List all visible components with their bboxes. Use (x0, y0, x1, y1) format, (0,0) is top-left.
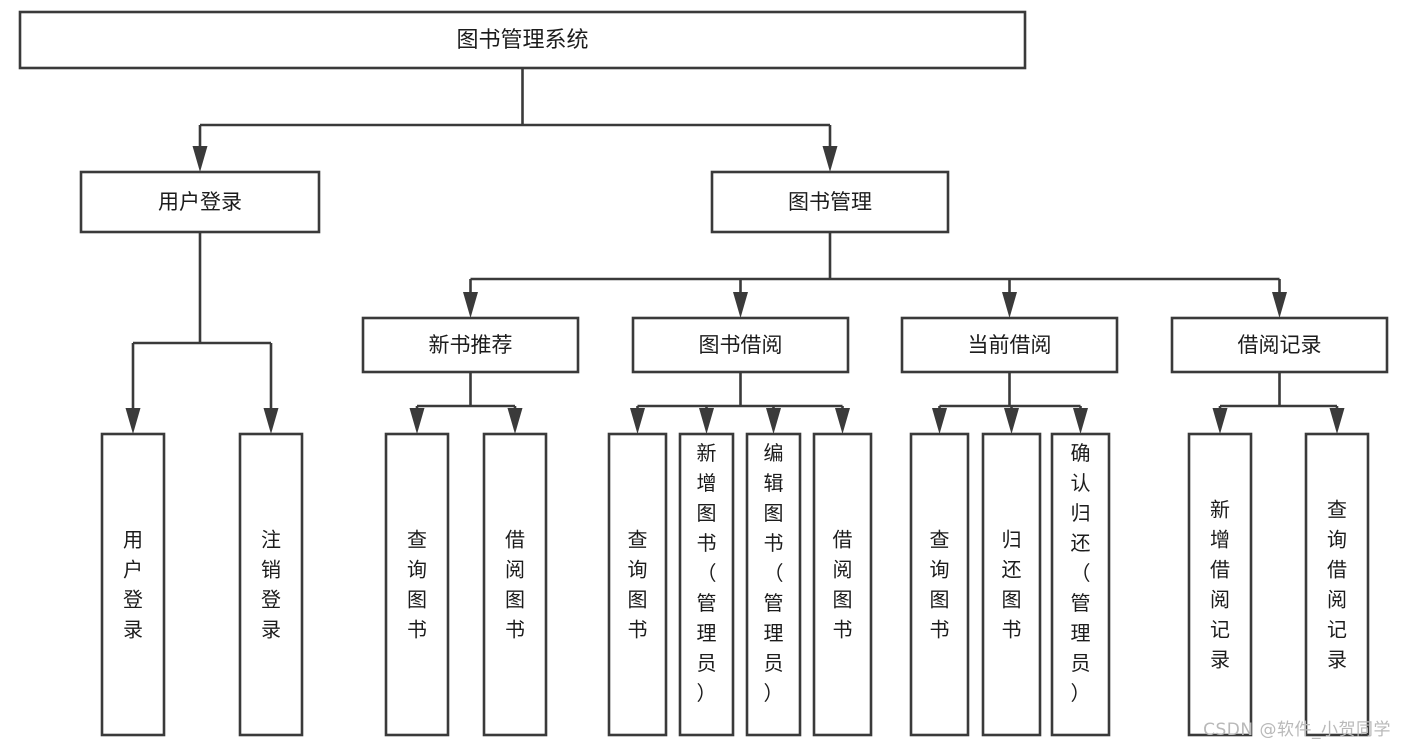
node-label: 借阅图书 (833, 528, 853, 642)
arrow-head-icon (463, 292, 478, 318)
node-leaf-borrow-lend[interactable]: 借阅图书 (812, 432, 873, 737)
arrow-head-icon (1272, 292, 1287, 318)
csdn-watermark: CSDN @软件_小贺同学 (1203, 720, 1391, 740)
node-box[interactable] (361, 316, 580, 374)
node-leaf-rec-borrow[interactable]: 借阅图书 (482, 432, 548, 737)
node-label: 确认归还（管理员） (1071, 441, 1091, 705)
node-box[interactable] (900, 316, 1119, 374)
arrow-head-icon (1212, 408, 1228, 434)
node-box[interactable] (482, 432, 548, 737)
node-label: 注销登录 (261, 528, 281, 642)
node-box[interactable] (631, 316, 850, 374)
node-box[interactable] (745, 432, 802, 737)
node-box[interactable] (79, 170, 321, 234)
node-current-borrow[interactable]: 当前借阅 (900, 316, 1119, 374)
arrow-head-icon (1004, 408, 1019, 434)
node-box[interactable] (1187, 432, 1253, 737)
arrow-head-icon (1329, 408, 1345, 434)
arrow-head-icon (125, 408, 141, 434)
arrow-head-icon (699, 408, 714, 434)
arrow-head-icon (630, 408, 645, 434)
node-label: 新书推荐 (429, 333, 513, 357)
node-box[interactable] (981, 432, 1042, 737)
node-leaf-borrow-add[interactable]: 新增图书（管理员） (678, 432, 735, 737)
arrow-head-icon (822, 146, 838, 172)
node-root[interactable]: 图书管理系统 (18, 10, 1027, 70)
node-leaf-cur-return[interactable]: 归还图书 (981, 432, 1042, 737)
node-box[interactable] (1050, 432, 1111, 737)
arrow-head-icon (932, 408, 947, 434)
node-user-login[interactable]: 用户登录 (79, 170, 321, 234)
node-label: 新增借阅记录 (1210, 498, 1230, 672)
node-leaf-logout[interactable]: 注销登录 (238, 432, 304, 737)
node-label: 图书借阅 (699, 333, 783, 357)
node-label: 图书管理系统 (456, 28, 588, 53)
node-box[interactable] (678, 432, 735, 737)
arrow-head-icon (1002, 292, 1017, 318)
node-new-book-rec[interactable]: 新书推荐 (361, 316, 580, 374)
node-label: 新增图书（管理员） (697, 441, 717, 705)
node-leaf-borrow-edit[interactable]: 编辑图书（管理员） (745, 432, 802, 737)
node-label: 归还图书 (1002, 528, 1022, 642)
node-label: 编辑图书（管理员） (764, 441, 784, 705)
node-label: 图书管理 (788, 190, 872, 214)
node-leaf-rec-search[interactable]: 查询借阅记录 (1304, 432, 1370, 737)
node-box[interactable] (607, 432, 668, 737)
node-label: 查询图书 (930, 528, 950, 642)
node-label: 用户登录 (158, 190, 242, 214)
node-book-manage[interactable]: 图书管理 (710, 170, 950, 234)
node-label: 查询图书 (628, 528, 648, 642)
node-label: 借阅记录 (1238, 333, 1322, 357)
node-box[interactable] (710, 170, 950, 234)
arrow-head-icon (263, 408, 279, 434)
arrow-head-icon (1073, 408, 1088, 434)
node-box[interactable] (1170, 316, 1389, 374)
node-box[interactable] (1304, 432, 1370, 737)
node-box[interactable] (909, 432, 970, 737)
node-layer: 图书管理系统用户登录图书管理新书推荐图书借阅当前借阅借阅记录用户登录注销登录查询… (18, 10, 1389, 737)
node-label: 查询借阅记录 (1327, 498, 1347, 672)
node-leaf-cur-confirm[interactable]: 确认归还（管理员） (1050, 432, 1111, 737)
arrow-head-icon (409, 408, 425, 434)
node-box[interactable] (100, 432, 166, 737)
connector-layer (125, 68, 1345, 434)
node-box[interactable] (384, 432, 450, 737)
node-label: 当前借阅 (968, 333, 1052, 357)
node-book-borrow[interactable]: 图书借阅 (631, 316, 850, 374)
node-leaf-cur-query[interactable]: 查询图书 (909, 432, 970, 737)
node-box[interactable] (18, 10, 1027, 70)
node-label: 借阅图书 (505, 528, 525, 642)
arrow-head-icon (733, 292, 748, 318)
arrow-head-icon (507, 408, 523, 434)
node-leaf-rec-add[interactable]: 新增借阅记录 (1187, 432, 1253, 737)
node-box[interactable] (238, 432, 304, 737)
node-label: 用户登录 (123, 528, 143, 642)
node-leaf-rec-query[interactable]: 查询图书 (384, 432, 450, 737)
node-box[interactable] (812, 432, 873, 737)
node-leaf-user-login[interactable]: 用户登录 (100, 432, 166, 737)
node-borrow-record[interactable]: 借阅记录 (1170, 316, 1389, 374)
node-label: 查询图书 (407, 528, 427, 642)
arrow-head-icon (192, 146, 208, 172)
arrow-head-icon (835, 408, 850, 434)
arrow-head-icon (766, 408, 781, 434)
node-leaf-borrow-query[interactable]: 查询图书 (607, 432, 668, 737)
